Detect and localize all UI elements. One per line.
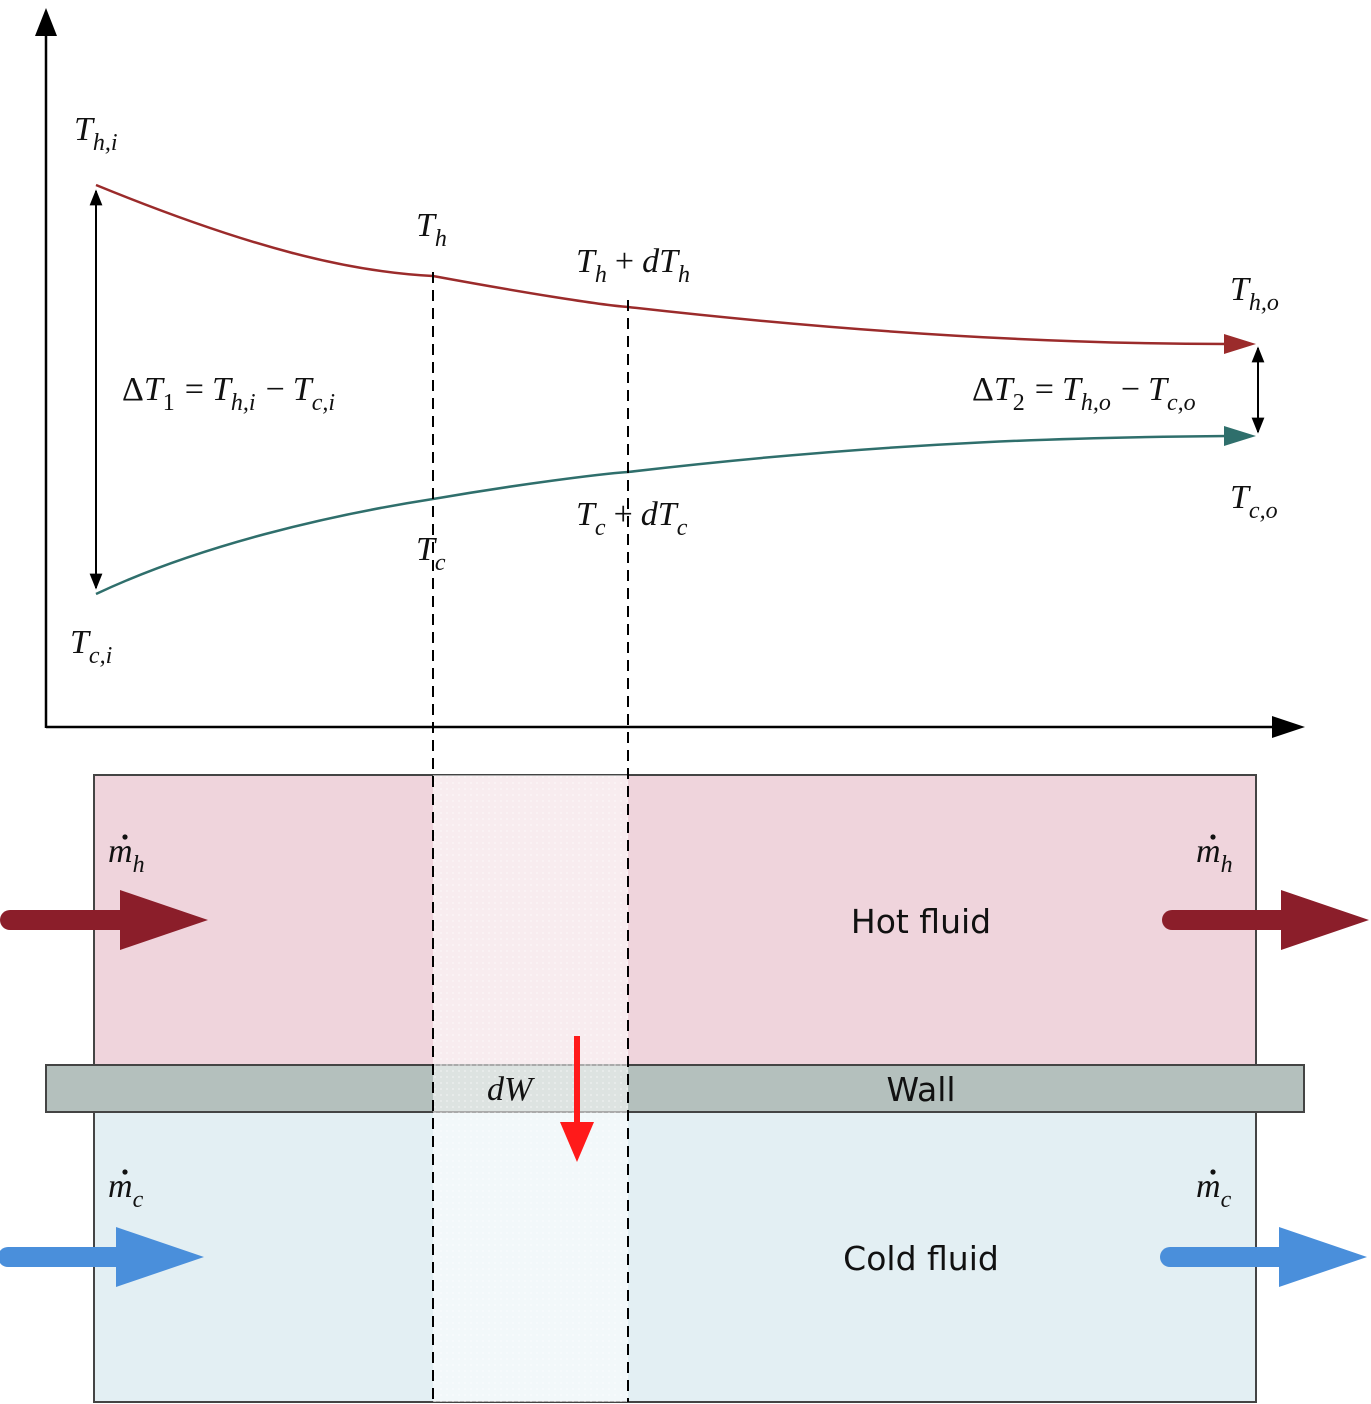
heat-transfer-arrow [560,1036,594,1162]
wall-plate [45,1064,1305,1113]
label-hot-temp-x: Th [416,207,447,252]
svg-text:mc: mc [108,1168,144,1213]
hot-temperature-curve [95,183,1229,346]
label-hot-mass-flow-outlet: mh [1196,833,1233,878]
label-delta-t1-equation: ΔT1=Th,i−Tc,i [122,371,335,416]
cold-outlet-flow-arrow [1160,1227,1367,1287]
label-cold-temp-x: Tc [416,531,446,576]
svg-text:mc: mc [1196,1168,1232,1213]
label-cold-temp-x-plus-dx: Tc+dTc [576,496,688,541]
cold-curve-arrowhead [1224,426,1256,446]
label-cold-inlet-temp: Tc,i [70,624,112,669]
cold-fluid-zone [93,1109,1257,1403]
y-axis-arrowhead [35,8,57,36]
hot-inlet-flow-arrow [0,890,208,950]
label-cold-mass-flow-inlet: mc [108,1168,144,1213]
cold-temperature-curve [95,434,1229,596]
label-hot-mass-flow-inlet: mh [108,833,145,878]
cold-inlet-flow-arrow [0,1227,204,1287]
hot-outlet-flow-arrow [1162,890,1369,950]
label-cold-outlet-temp: Tc,o [1230,479,1278,524]
wall-label: Wall [886,1070,955,1109]
svg-text:mh: mh [108,833,145,878]
label-heat-transfer-dw: dW [487,1071,535,1108]
label-hot-temp-x-plus-dx: Th+dTh [576,243,690,288]
svg-text:mh: mh [1196,833,1233,878]
control-volume-texture [433,775,628,1402]
label-hot-outlet-temp: Th,o [1230,271,1279,316]
label-hot-inlet-temp: Th,i [74,111,118,156]
hot-fluid-label: Hot fluid [851,902,991,941]
label-cold-mass-flow-outlet: mc [1196,1168,1232,1213]
hot-curve-arrowhead [1224,334,1256,354]
x-axis-arrowhead [1272,716,1305,738]
cold-fluid-label: Cold fluid [843,1239,999,1278]
label-delta-t2-equation: ΔT2=Th,o−Tc,o [972,371,1196,416]
hot-fluid-zone [93,774,1257,1066]
